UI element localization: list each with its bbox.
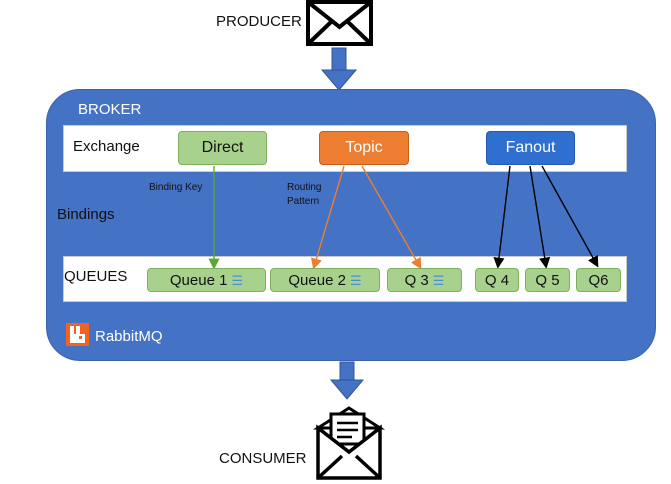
arrow-down-icon [329, 361, 365, 400]
queue-6[interactable]: Q6 [576, 268, 621, 292]
exchange-topic[interactable]: Topic [319, 131, 409, 165]
open-envelope-icon [312, 406, 386, 480]
queue-list-icon: ☰ [231, 272, 244, 288]
routing-pattern-note-line2: Pattern [287, 196, 320, 207]
queue-1[interactable]: Queue 1 ☰ [147, 268, 266, 292]
exchange-direct-label: Direct [201, 139, 244, 156]
exchange-direct[interactable]: Direct [178, 131, 267, 165]
exchange-topic-label: Topic [345, 139, 383, 156]
queue-list-icon: ☰ [432, 272, 445, 288]
broker-label: BROKER [78, 101, 142, 118]
queue-list-icon: ☰ [349, 272, 362, 288]
consumer-label: CONSUMER [219, 450, 307, 467]
queue-6-label: Q6 [588, 271, 609, 289]
routing-pattern-note-line1: Routing [287, 182, 322, 193]
bindings-label: Bindings [57, 206, 115, 223]
exchange-fanout[interactable]: Fanout [486, 131, 575, 165]
exchange-fanout-label: Fanout [505, 139, 556, 156]
queue-1-label: Queue 1 [169, 271, 228, 289]
exchange-label: Exchange [73, 138, 140, 155]
queue-4-label: Q 4 [484, 271, 510, 289]
queue-3-label: Q 3 [404, 271, 429, 289]
queue-3[interactable]: Q 3 ☰ [387, 268, 462, 292]
queue-5[interactable]: Q 5 [525, 268, 570, 292]
producer-label: PRODUCER [216, 13, 302, 30]
rabbitmq-logo-icon [66, 323, 89, 346]
arrow-down-icon [320, 47, 358, 91]
queue-5-label: Q 5 [535, 271, 560, 289]
queues-label: QUEUES [64, 268, 128, 285]
queue-4[interactable]: Q 4 [475, 268, 519, 292]
binding-key-note: Binding Key [149, 182, 203, 193]
queue-2-label: Queue 2 [288, 271, 346, 289]
queue-2[interactable]: Queue 2 ☰ [270, 268, 380, 292]
brand-label: RabbitMQ [95, 328, 163, 345]
envelope-icon [306, 0, 373, 46]
